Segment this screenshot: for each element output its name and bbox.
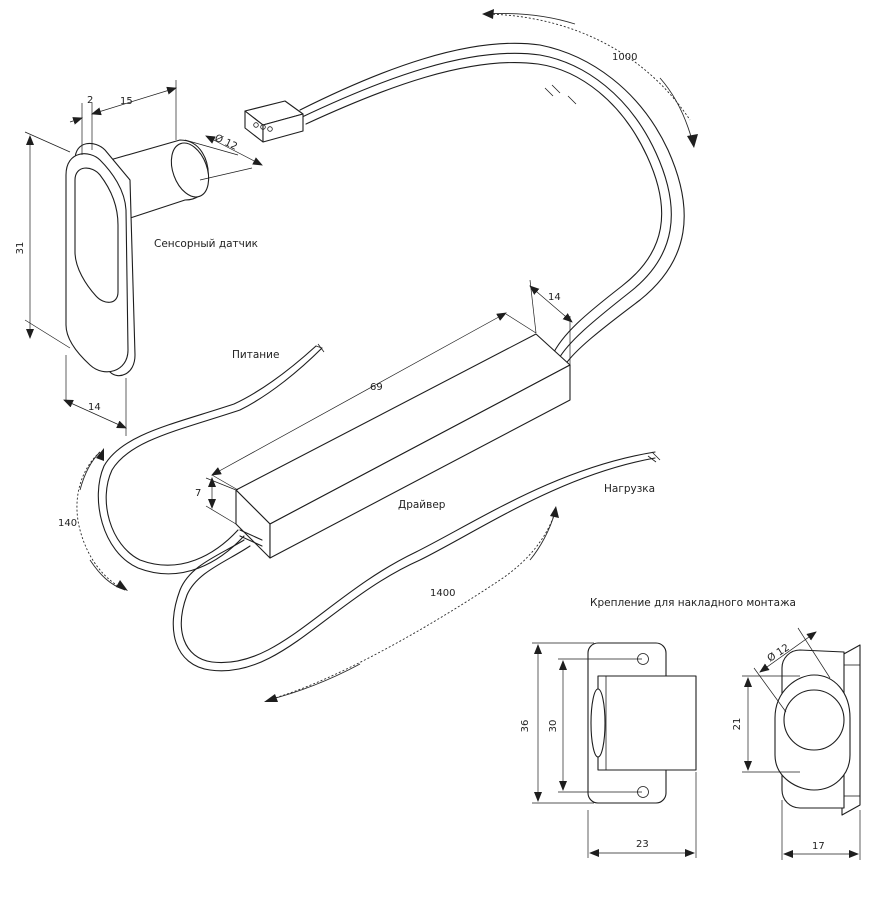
sensor-body xyxy=(65,139,210,377)
mount-front-dimensions: 36 30 23 xyxy=(520,642,697,858)
dim-text-d12-sensor: Ø 12 xyxy=(213,132,240,153)
dimension-140: 140 xyxy=(58,448,128,591)
load-cable xyxy=(172,451,661,672)
dim-text-2: 2 xyxy=(87,95,93,106)
driver-box xyxy=(235,333,571,559)
dim-text-1000: 1000 xyxy=(612,52,637,63)
dim-text-69: 69 xyxy=(370,382,383,393)
sensor-dimensions: 31 14 2 15 Ø 12 xyxy=(15,80,263,436)
mount-side-view xyxy=(774,644,861,816)
dim-text-36: 36 xyxy=(520,720,531,733)
label-load: Нагрузка xyxy=(604,483,655,495)
mount-title: Крепление для накладного монтажа xyxy=(590,597,796,609)
dim-text-14-driver: 14 xyxy=(548,292,561,303)
label-sensor: Сенсорный датчик xyxy=(154,238,258,250)
dimension-1400: 1400 xyxy=(264,506,559,702)
dim-text-140: 140 xyxy=(58,518,77,529)
dim-text-30: 30 xyxy=(548,720,559,733)
dim-text-14-sensor: 14 xyxy=(88,402,101,413)
cable-connector xyxy=(244,100,304,143)
sensor-cable xyxy=(299,42,685,366)
dim-text-1400: 1400 xyxy=(430,588,455,599)
dim-text-15: 15 xyxy=(120,96,133,107)
label-driver: Драйвер xyxy=(398,499,446,511)
dim-text-7: 7 xyxy=(195,488,201,499)
dim-text-21: 21 xyxy=(732,718,743,731)
dim-text-17: 17 xyxy=(812,841,825,852)
label-power: Питание xyxy=(232,349,279,361)
driver-dimensions: 69 14 7 xyxy=(195,279,573,525)
dim-text-23: 23 xyxy=(636,839,649,850)
dim-text-31: 31 xyxy=(15,242,26,255)
mount-front-view xyxy=(587,642,697,804)
dimension-1000: 1000 xyxy=(482,9,698,148)
